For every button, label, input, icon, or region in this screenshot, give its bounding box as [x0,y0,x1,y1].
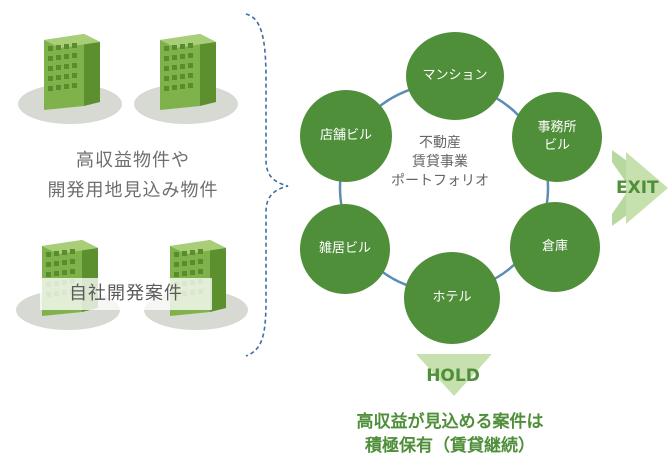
building-icon [134,34,238,124]
building-icon [18,34,122,124]
source-properties-caption: 高収益物件や 開発用地見込み物件 [47,150,219,201]
hold-arrow [416,354,492,396]
hold-label: HOLD [426,366,480,386]
development-label: 自社開発案件 [40,278,212,310]
node-retail-building: 店舗ビル [300,90,392,182]
node-warehouse: 倉庫 [510,202,600,292]
node-mixed-building: 雑居ビル [300,204,390,294]
portfolio-center-label: 不動産 賃貸事業 ポートフォリオ [391,135,489,189]
hold-caption: 高収益が見込める案件は 積極保有（賃貸継続） [356,412,544,456]
node-hotel: ホテル [404,252,500,344]
node-office: 事務所 ビル [512,92,602,182]
brace [245,13,289,357]
exit-label: EXIT [616,178,659,198]
node-mansion: マンション [406,32,504,120]
